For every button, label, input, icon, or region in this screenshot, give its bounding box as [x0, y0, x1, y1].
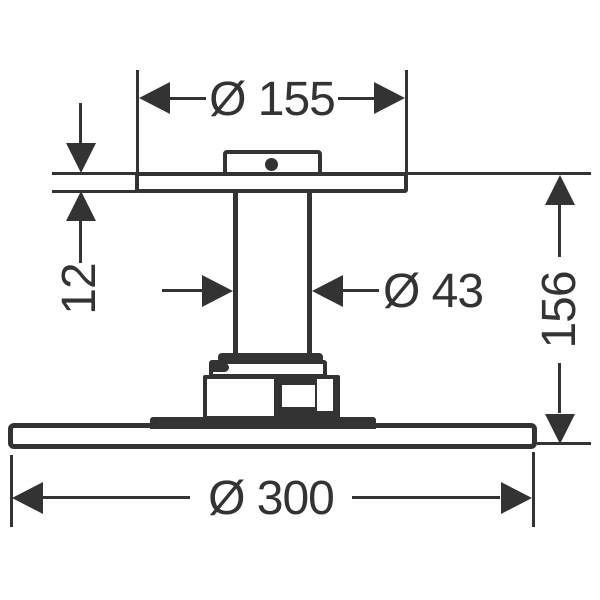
ceiling-line-left: [52, 172, 137, 175]
dim-156-extension-line-bottom: [537, 442, 591, 445]
connector-clip: [212, 363, 229, 372]
dim-155-line-left: [168, 97, 206, 100]
dim-12-line-upper: [79, 103, 82, 143]
valve-window: [282, 385, 315, 407]
ceiling-line-right: [408, 172, 591, 175]
dim-12-label: 12: [53, 263, 106, 315]
pipe-flange: [218, 353, 323, 363]
dim-156-label: 156: [533, 271, 586, 349]
arrow-right-icon: [202, 275, 233, 307]
shower-pipe-left-edge: [233, 193, 238, 354]
arrow-up-icon: [66, 191, 96, 221]
dim-43-line-left: [162, 289, 202, 292]
dim-43-label: Ø 43: [383, 265, 484, 318]
dim-155-extension-line-right: [405, 70, 408, 174]
spray-plate-hub: [150, 417, 376, 429]
dim-156-line-upper: [558, 205, 561, 257]
arrow-left-icon: [12, 482, 43, 514]
arrow-right-icon: [501, 482, 532, 514]
arrow-left-icon: [139, 82, 170, 114]
dim-156-line-lower: [558, 363, 561, 413]
shower-pipe-right-edge: [307, 193, 312, 354]
valve-slot: [317, 379, 333, 411]
dim-300-label: Ø 300: [208, 472, 335, 525]
arrow-right-icon: [374, 82, 405, 114]
dim-12-line-lower: [79, 221, 82, 263]
dim-155-label: Ø 155: [209, 73, 336, 126]
dim-155-extension-line-left: [136, 70, 139, 174]
arrow-down-icon: [545, 414, 575, 444]
ceiling-plate: [135, 172, 408, 193]
dim-300-line-right: [352, 496, 500, 499]
arrow-up-icon: [545, 175, 575, 205]
dim-300-line-left: [42, 496, 190, 499]
dim-155-line-right: [338, 97, 378, 100]
dim-43-line-right: [343, 289, 379, 292]
mount-screw-dot: [265, 158, 278, 171]
arrow-left-icon: [312, 275, 343, 307]
arrow-down-icon: [66, 143, 96, 173]
dim-300-extension-line-left: [10, 455, 13, 527]
dim-300-extension-line-right: [532, 452, 535, 527]
